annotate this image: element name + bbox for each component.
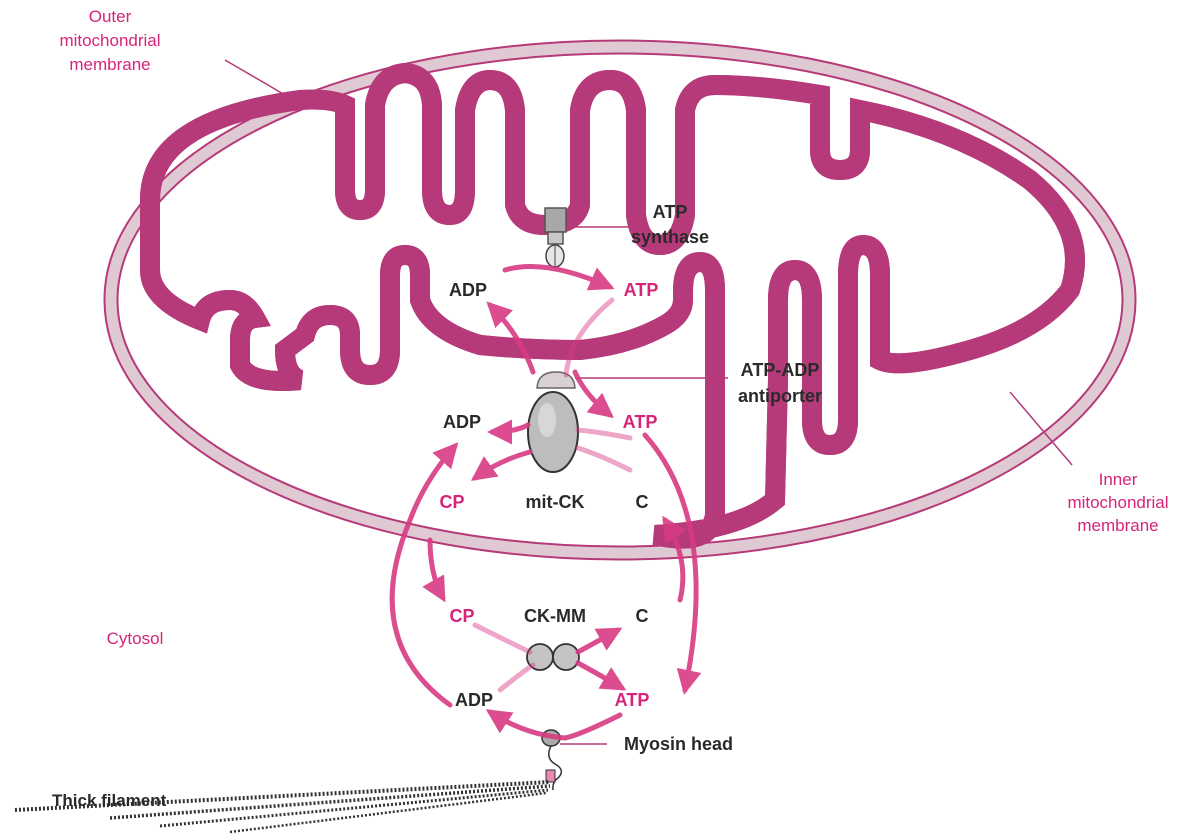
cytosol-label: Cytosol [107, 629, 164, 648]
adp-top-label: ADP [449, 280, 487, 300]
atp-synthase-label-2: synthase [631, 227, 709, 247]
inner-membrane-label-3: membrane [1077, 516, 1158, 535]
atp-synthase-label-1: ATP [653, 202, 688, 222]
inner-membrane [150, 73, 1075, 539]
adp-up-long-arrow [392, 446, 455, 705]
atp-bottom-label: ATP [615, 690, 650, 710]
outer-membrane-label-3: membrane [69, 55, 150, 74]
mit-ck-label: mit-CK [526, 492, 585, 512]
antiporter-label-2: antiporter [738, 386, 822, 406]
outer-membrane-label-2: mitochondrial [59, 31, 160, 50]
adp-bottom-label: ADP [455, 690, 493, 710]
thick-filament-label: Thick filament [52, 791, 167, 810]
mit-ck-icon [528, 392, 578, 472]
myosin-head-icon [542, 730, 607, 790]
inner-membrane-label-1: Inner [1099, 470, 1138, 489]
ckmm-c-arrow [578, 630, 618, 652]
adp-ckmm-arrow [500, 665, 533, 690]
antiporter-label-1: ATP-ADP [741, 360, 820, 380]
mitck-cp-arrow [475, 452, 530, 478]
cp-mito-label: CP [439, 492, 464, 512]
synthase-adp-atp-arrow [505, 266, 610, 287]
c-mitck-arrow [578, 448, 630, 470]
myosin-head-label: Myosin head [624, 734, 733, 754]
adp-mid-label: ADP [443, 412, 481, 432]
atp-down-long-arrow [645, 435, 696, 690]
outer-membrane-label-1: Outer [89, 7, 132, 26]
outer-membrane [111, 47, 1129, 553]
inner-membrane-label-2: mitochondrial [1067, 493, 1168, 512]
c-cyto-label: C [636, 606, 649, 626]
atp-synthase-icon [545, 208, 633, 268]
atp-mid-label: ATP [623, 412, 658, 432]
cp-cyto-ckmm-arrow [475, 625, 530, 652]
atp-top-label: ATP [624, 280, 659, 300]
cp-cyto-label: CP [449, 606, 474, 626]
outer-membrane-pointer [225, 60, 285, 95]
ckmm-atp-arrow [578, 663, 622, 688]
cp-down-arrow [430, 540, 443, 598]
ck-mm-label: CK-MM [524, 606, 586, 626]
mitck-adp-arrow [492, 425, 528, 432]
c-mito-label: C [636, 492, 649, 512]
